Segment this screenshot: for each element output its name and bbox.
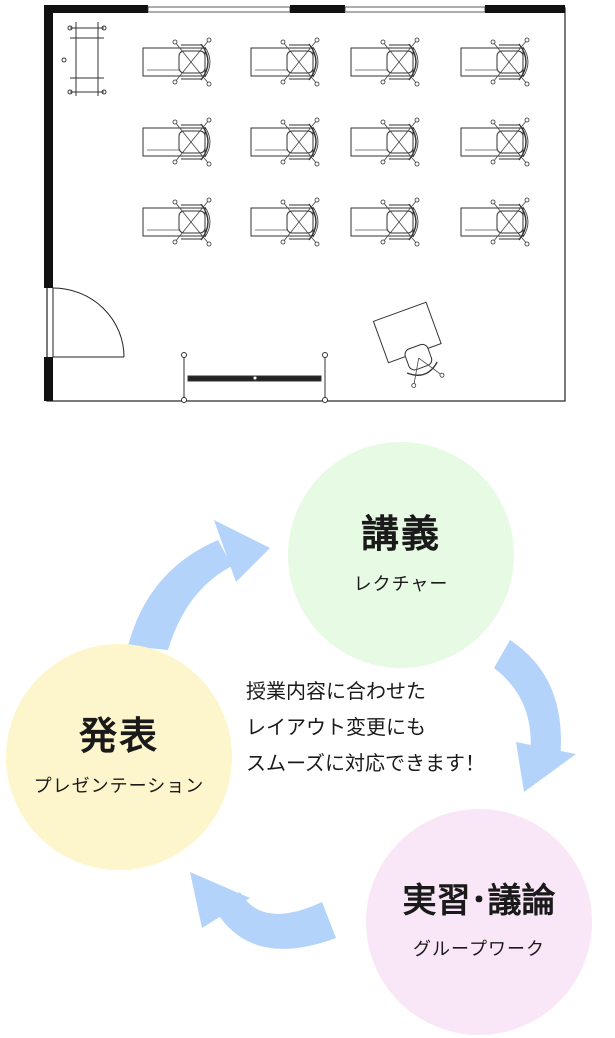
caption-line: レイアウト変更にも <box>246 715 426 739</box>
coat-rack <box>61 22 107 96</box>
top-wall <box>485 5 565 13</box>
left-wall-lower <box>44 357 53 401</box>
lecture-circle: 講義 レクチャー <box>288 442 514 668</box>
group-work-subtitle: グループワーク <box>413 938 545 960</box>
presentation-subtitle: プレゼンテーション <box>33 775 205 797</box>
top-wall <box>290 5 345 13</box>
lecture-subtitle: レクチャー <box>353 573 449 595</box>
lecture-title: 講義 <box>360 512 441 557</box>
door <box>52 287 125 358</box>
presentation-circle: 発表 プレゼンテーション <box>6 644 232 870</box>
center-caption: 授業内容に合わせた レイアウト変更にも スムーズに対応できます！ <box>246 673 526 781</box>
teacher-desk <box>372 301 445 388</box>
caption-line: 授業内容に合わせた <box>246 679 426 703</box>
arrow-group-to-present <box>190 872 336 949</box>
group-work-circle: 実習･議論 グループワーク <box>366 809 592 1035</box>
usage-cycle-diagram: 講義 レクチャー 発表 プレゼンテーション 実習･議論 グループワーク 授業内容… <box>0 410 615 1038</box>
presentation-title: 発表 <box>78 714 159 759</box>
arrow-present-to-lecture <box>128 520 270 650</box>
left-wall <box>44 8 53 288</box>
caption-line: スムーズに対応できます！ <box>246 751 485 775</box>
top-wall <box>44 5 148 13</box>
group-work-title: 実習･議論 <box>402 881 556 922</box>
whiteboard <box>181 352 328 403</box>
window <box>147 6 291 13</box>
cycle-arrows <box>128 520 576 949</box>
classroom-floor-plan <box>44 5 566 403</box>
window <box>344 6 486 13</box>
arrow-lecture-to-group <box>494 640 576 792</box>
